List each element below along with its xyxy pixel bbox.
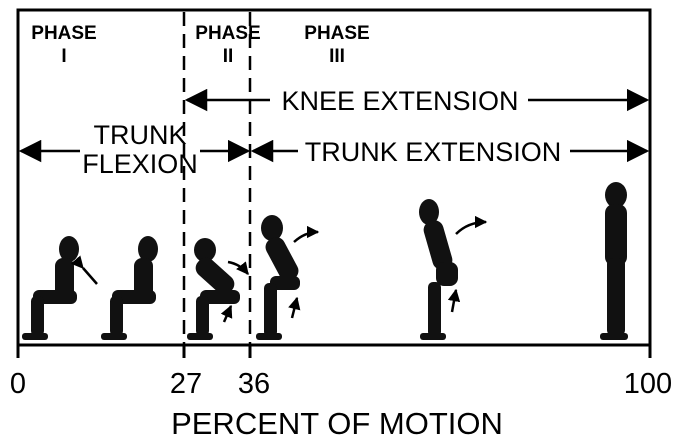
sit-to-stand-silhouette-icon [600,182,628,340]
trunk-extension-label: TRUNK EXTENSION [305,137,562,167]
sit-to-stand-silhouette-icon [187,238,240,340]
motion-arrow-icon [293,225,320,243]
tick-label-0: 0 [10,368,26,400]
phase-2-label: PHASE [195,23,260,44]
phase-1-label: PHASE [31,23,96,44]
sit-to-stand-silhouette-icon [256,215,300,340]
motion-arrow-icon [70,255,98,285]
sit-to-stand-silhouette-icon [22,236,79,340]
trunk-flexion-label-line1: TRUNK [94,120,187,150]
trunk-flexion-label-line2: FLEXION [82,149,198,179]
phase-1-numeral: I [61,46,66,67]
knee-extension-label: KNEE EXTENSION [281,86,518,116]
motion-arrow-icon [227,260,249,275]
phase-3-label: PHASE [304,23,369,44]
tick-label-27: 27 [170,368,202,400]
sit-to-stand-silhouette-icon [101,236,158,340]
phase-2-numeral: II [223,46,234,67]
motion-arrow-icon [220,304,233,323]
motion-arrow-icon [455,215,488,235]
tick-label-36: 36 [238,368,270,400]
sit-to-stand-silhouette-icon [419,199,458,340]
motion-arrow-icon [447,288,461,313]
axis-title: PERCENT OF MOTION [171,406,503,441]
motion-arrow-icon [288,296,301,319]
tick-label-100: 100 [624,368,672,400]
phase-3-numeral: III [329,46,345,67]
